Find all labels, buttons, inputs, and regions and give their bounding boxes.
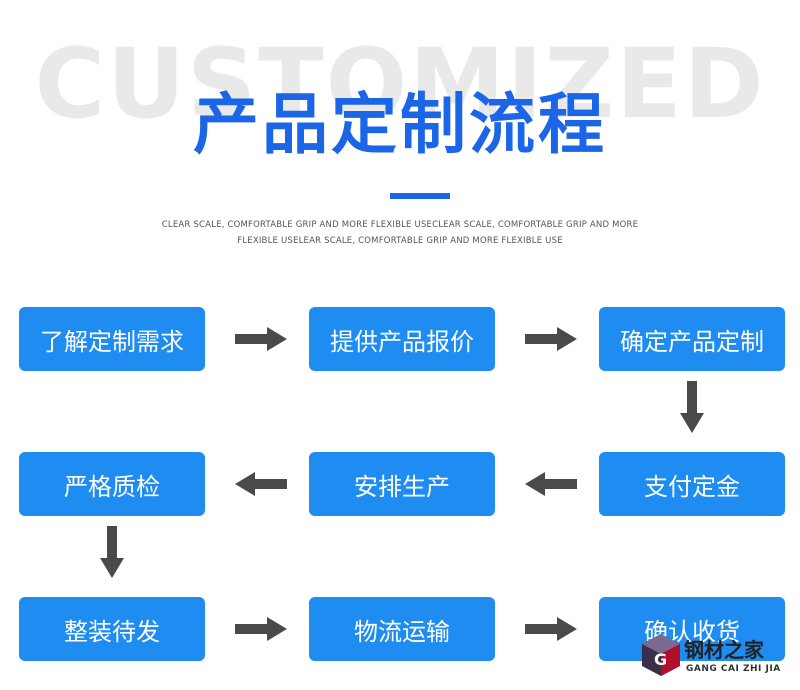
watermark-name: 钢材之家 [684,638,764,662]
arrow-right-icon [235,327,287,351]
arrow-left-icon [525,472,577,496]
arrow-right-icon [525,617,577,641]
step-4-box: 支付定金 [599,452,785,516]
step-3-label: 确定产品定制 [620,327,764,356]
step-5-box: 安排生产 [309,452,495,516]
step-8-box: 物流运输 [309,597,495,661]
arrow-right-icon [525,327,577,351]
arrow-down-icon [680,381,704,433]
title-underline [390,193,450,199]
step-8-label: 物流运输 [354,617,450,646]
subtitle-line-1: CLEAR SCALE, COMFORTABLE GRIP AND MORE F… [161,220,639,230]
step-7-label: 整装待发 [64,617,160,646]
step-4-label: 支付定金 [644,472,740,501]
subtitle-line-2: FLEXIBLE USELEAR SCALE, COMFORTABLE GRIP… [237,236,563,246]
step-2-box: 提供产品报价 [309,307,495,371]
arrow-left-icon [235,472,287,496]
step-7-box: 整装待发 [19,597,205,661]
page-title: 产品定制流程 [193,86,607,163]
step-1-box: 了解定制需求 [19,307,205,371]
step-9-box: 确认收货 [599,597,785,661]
watermark-subtitle: GANG CAI ZHI JIA [686,664,781,674]
svg-text:G: G [654,650,667,669]
step-6-box: 严格质检 [19,452,205,516]
step-5-label: 安排生产 [354,472,450,501]
watermark-logo-icon: G [642,634,680,676]
step-1-label: 了解定制需求 [40,327,184,356]
background-word: CUSTOMIZED [34,28,766,140]
step-2-label: 提供产品报价 [330,327,474,356]
arrow-right-icon [235,617,287,641]
step-6-label: 严格质检 [64,472,160,501]
arrow-down-icon [100,526,124,578]
step-3-box: 确定产品定制 [599,307,785,371]
